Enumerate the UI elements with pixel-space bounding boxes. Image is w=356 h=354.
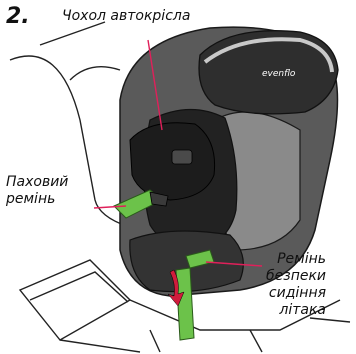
label-airplane-belt-line2: безпеки xyxy=(266,268,326,285)
label-airplane-belt-line3: сидіння xyxy=(266,285,326,302)
label-airplane-seat-belt: Ремінь безпеки сидіння літака xyxy=(266,251,326,319)
brand-logo: evenflo xyxy=(262,69,296,79)
label-lap-belt-line1: Паховий xyxy=(6,174,68,191)
label-seat-cover: Чохол автокрісла xyxy=(62,8,190,25)
step-number: 2. xyxy=(6,6,30,28)
chest-clip xyxy=(172,150,192,164)
label-airplane-belt-line4: літака xyxy=(266,302,326,319)
label-lap-belt: Паховий ремінь xyxy=(6,174,68,208)
label-lap-belt-line2: ремінь xyxy=(6,191,68,208)
label-airplane-belt-line1: Ремінь xyxy=(266,251,326,268)
